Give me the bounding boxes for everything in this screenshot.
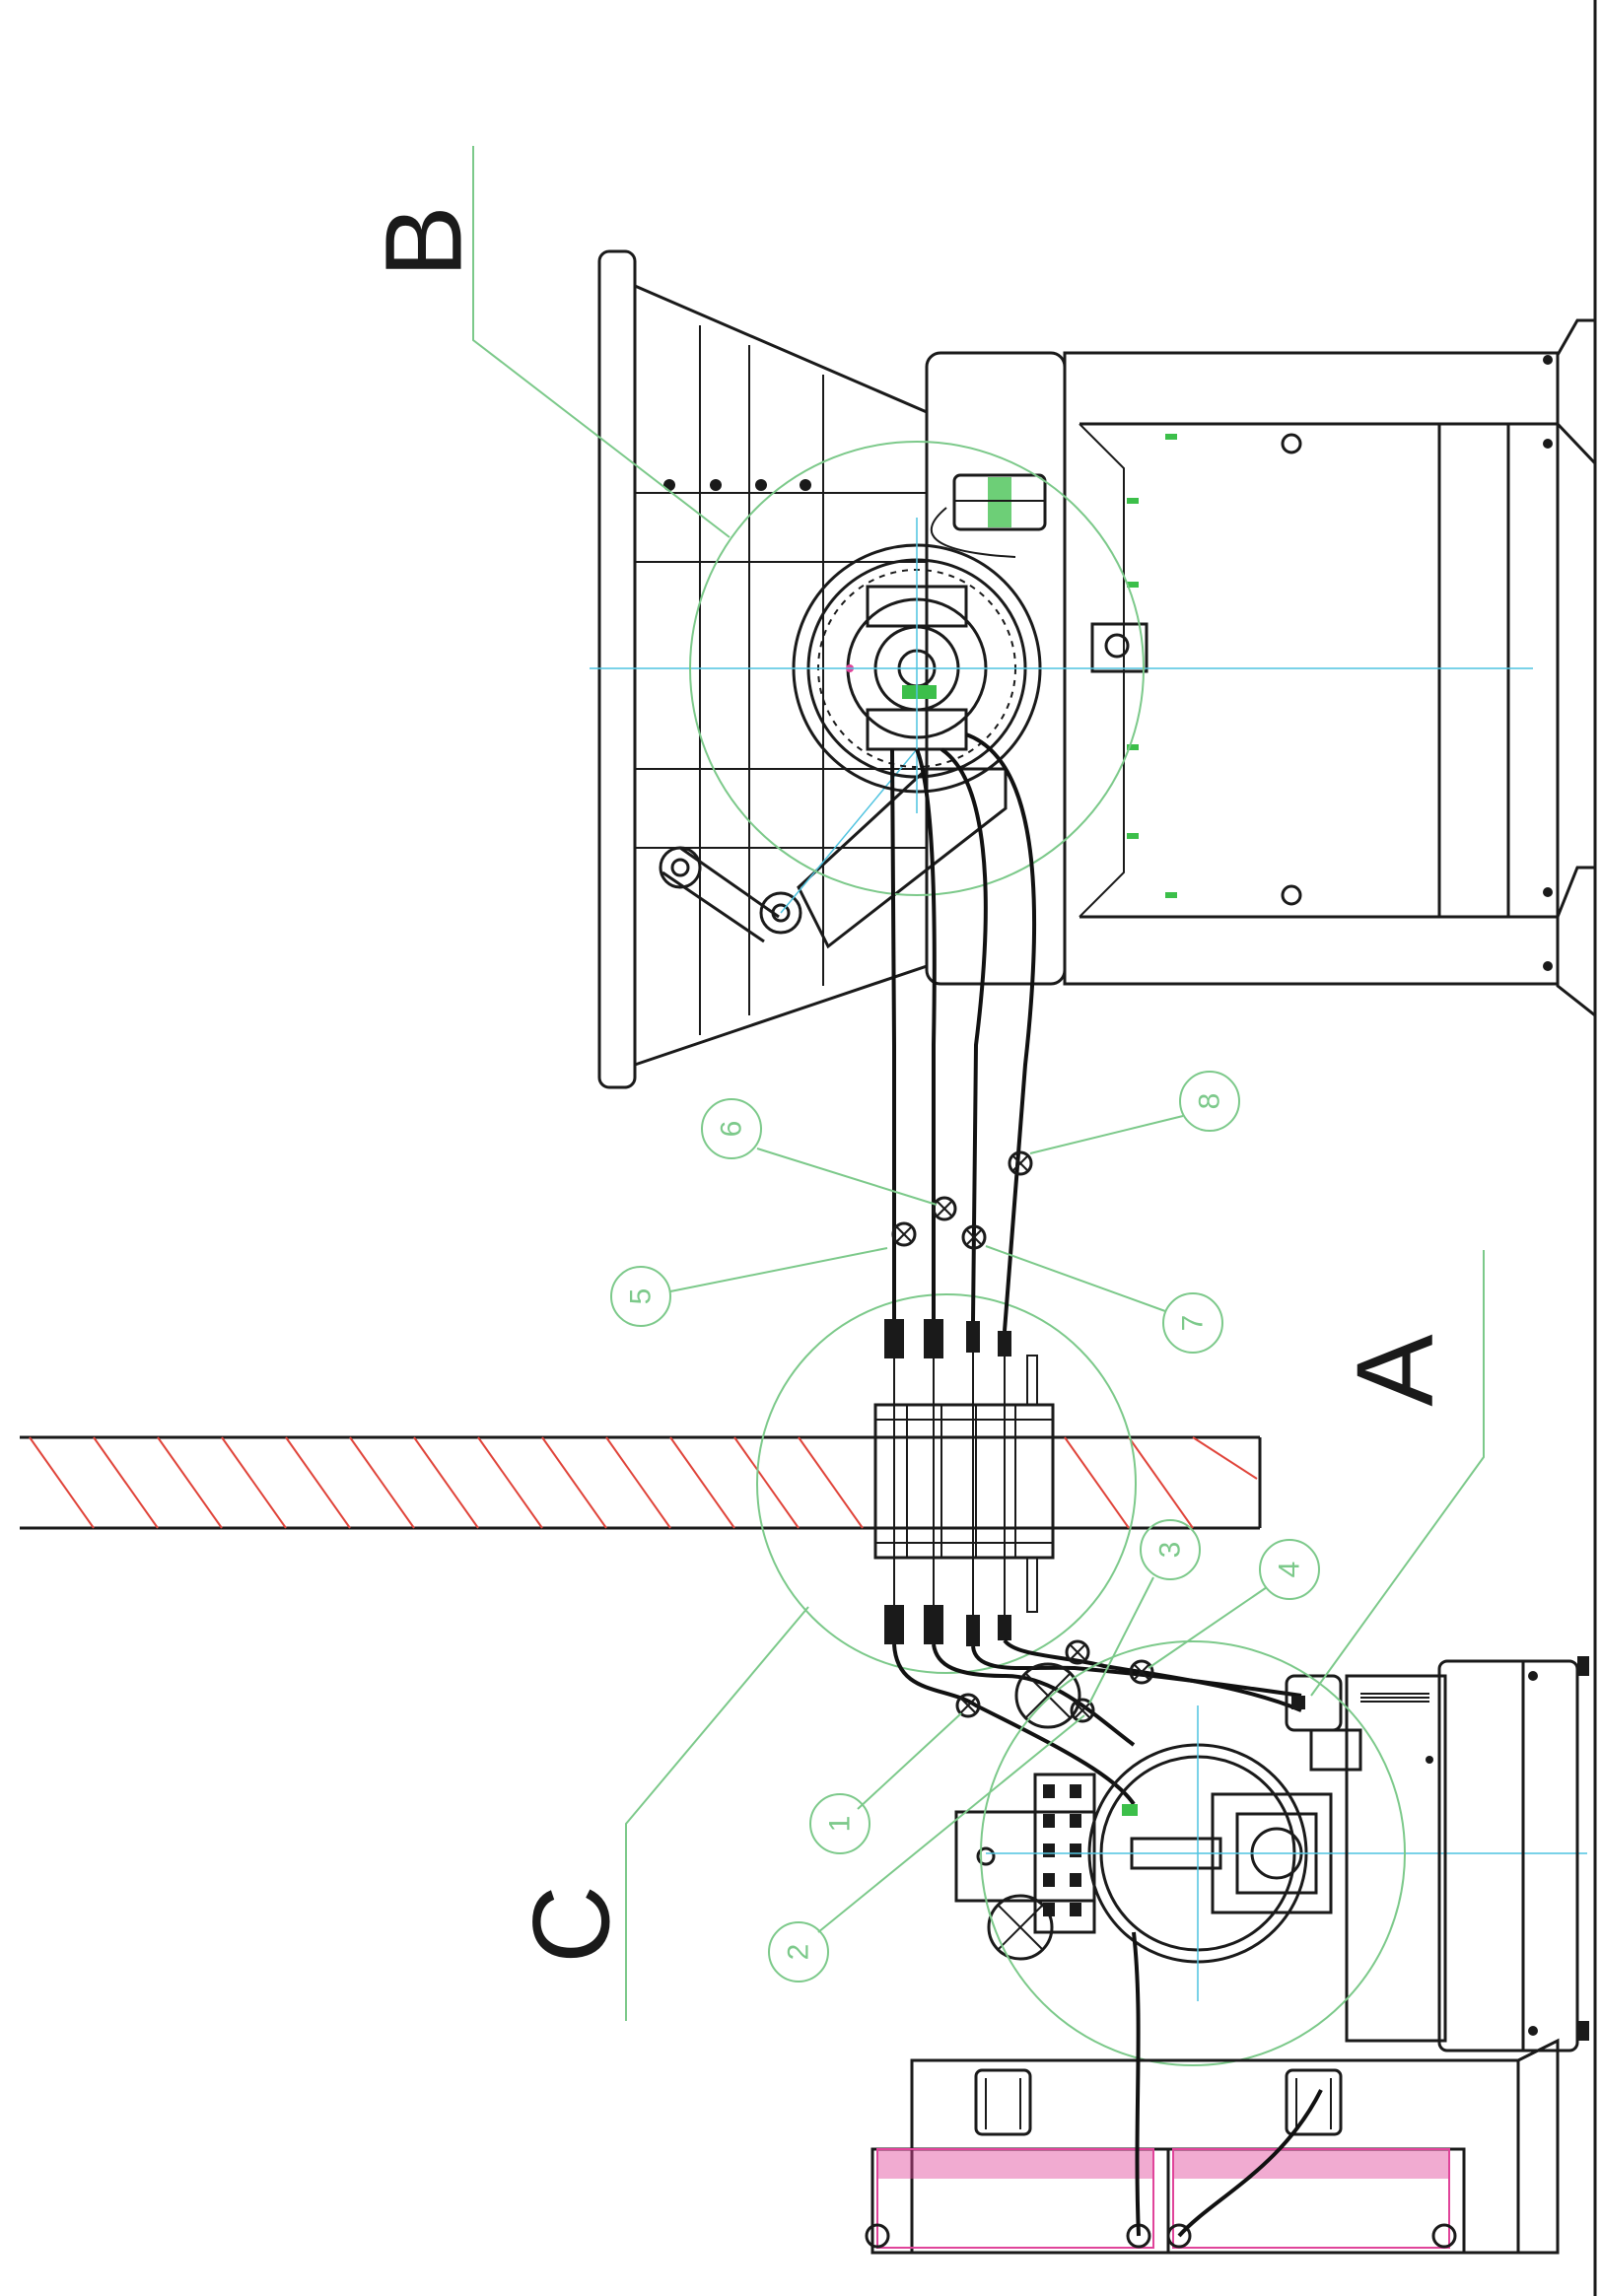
svg-text:5: 5	[625, 1288, 658, 1305]
cooler-unit	[865, 1931, 1560, 2255]
foot-top	[1556, 318, 1597, 467]
section-label-c: C	[512, 1885, 633, 1963]
svg-text:8: 8	[1194, 1093, 1226, 1110]
callout-5: 5	[610, 1247, 888, 1327]
lower-base	[1437, 1659, 1579, 2052]
callout-4: 4	[1148, 1539, 1320, 1669]
svg-text:6: 6	[716, 1121, 748, 1138]
callout-2: 2	[768, 1714, 1085, 1983]
callout-7: 7	[985, 1245, 1223, 1354]
hose-valve-markers-upper	[891, 1150, 1033, 1250]
svg-text:7: 7	[1177, 1315, 1210, 1332]
callout-1: 1	[809, 1712, 962, 1854]
callout-8: 8	[1029, 1071, 1240, 1154]
motor-mount	[1345, 1674, 1447, 2043]
detail-circle-c	[756, 1293, 1137, 1674]
svg-text:3: 3	[1154, 1542, 1187, 1559]
hydraulic-hoses-upper	[890, 732, 1037, 1332]
leader-c	[625, 1606, 809, 2021]
svg-text:1: 1	[824, 1816, 857, 1833]
callout-6: 6	[701, 1098, 938, 1206]
leader-b	[472, 146, 731, 538]
svg-text:2: 2	[783, 1944, 815, 1961]
detail-circle-b	[689, 441, 1145, 896]
detail-circle-a	[980, 1640, 1406, 2066]
bulkhead-plate	[873, 1403, 1055, 1560]
upper-machine-assembly	[472, 146, 1597, 1089]
top-plate	[597, 249, 637, 1089]
svg-text:4: 4	[1274, 1562, 1306, 1578]
lower-machine-assembly	[865, 1250, 1589, 2255]
callout-3: 3	[1088, 1519, 1201, 1705]
leader-a	[1310, 1250, 1485, 1697]
foot-bottom	[1556, 866, 1597, 1019]
hopper-body	[634, 284, 929, 1067]
section-label-b: B	[364, 205, 485, 277]
frame-mount-marks	[1127, 434, 1177, 898]
upper-valve-block	[930, 473, 1047, 558]
wall-section	[20, 1293, 1262, 2021]
section-label-a: A	[1335, 1334, 1456, 1407]
